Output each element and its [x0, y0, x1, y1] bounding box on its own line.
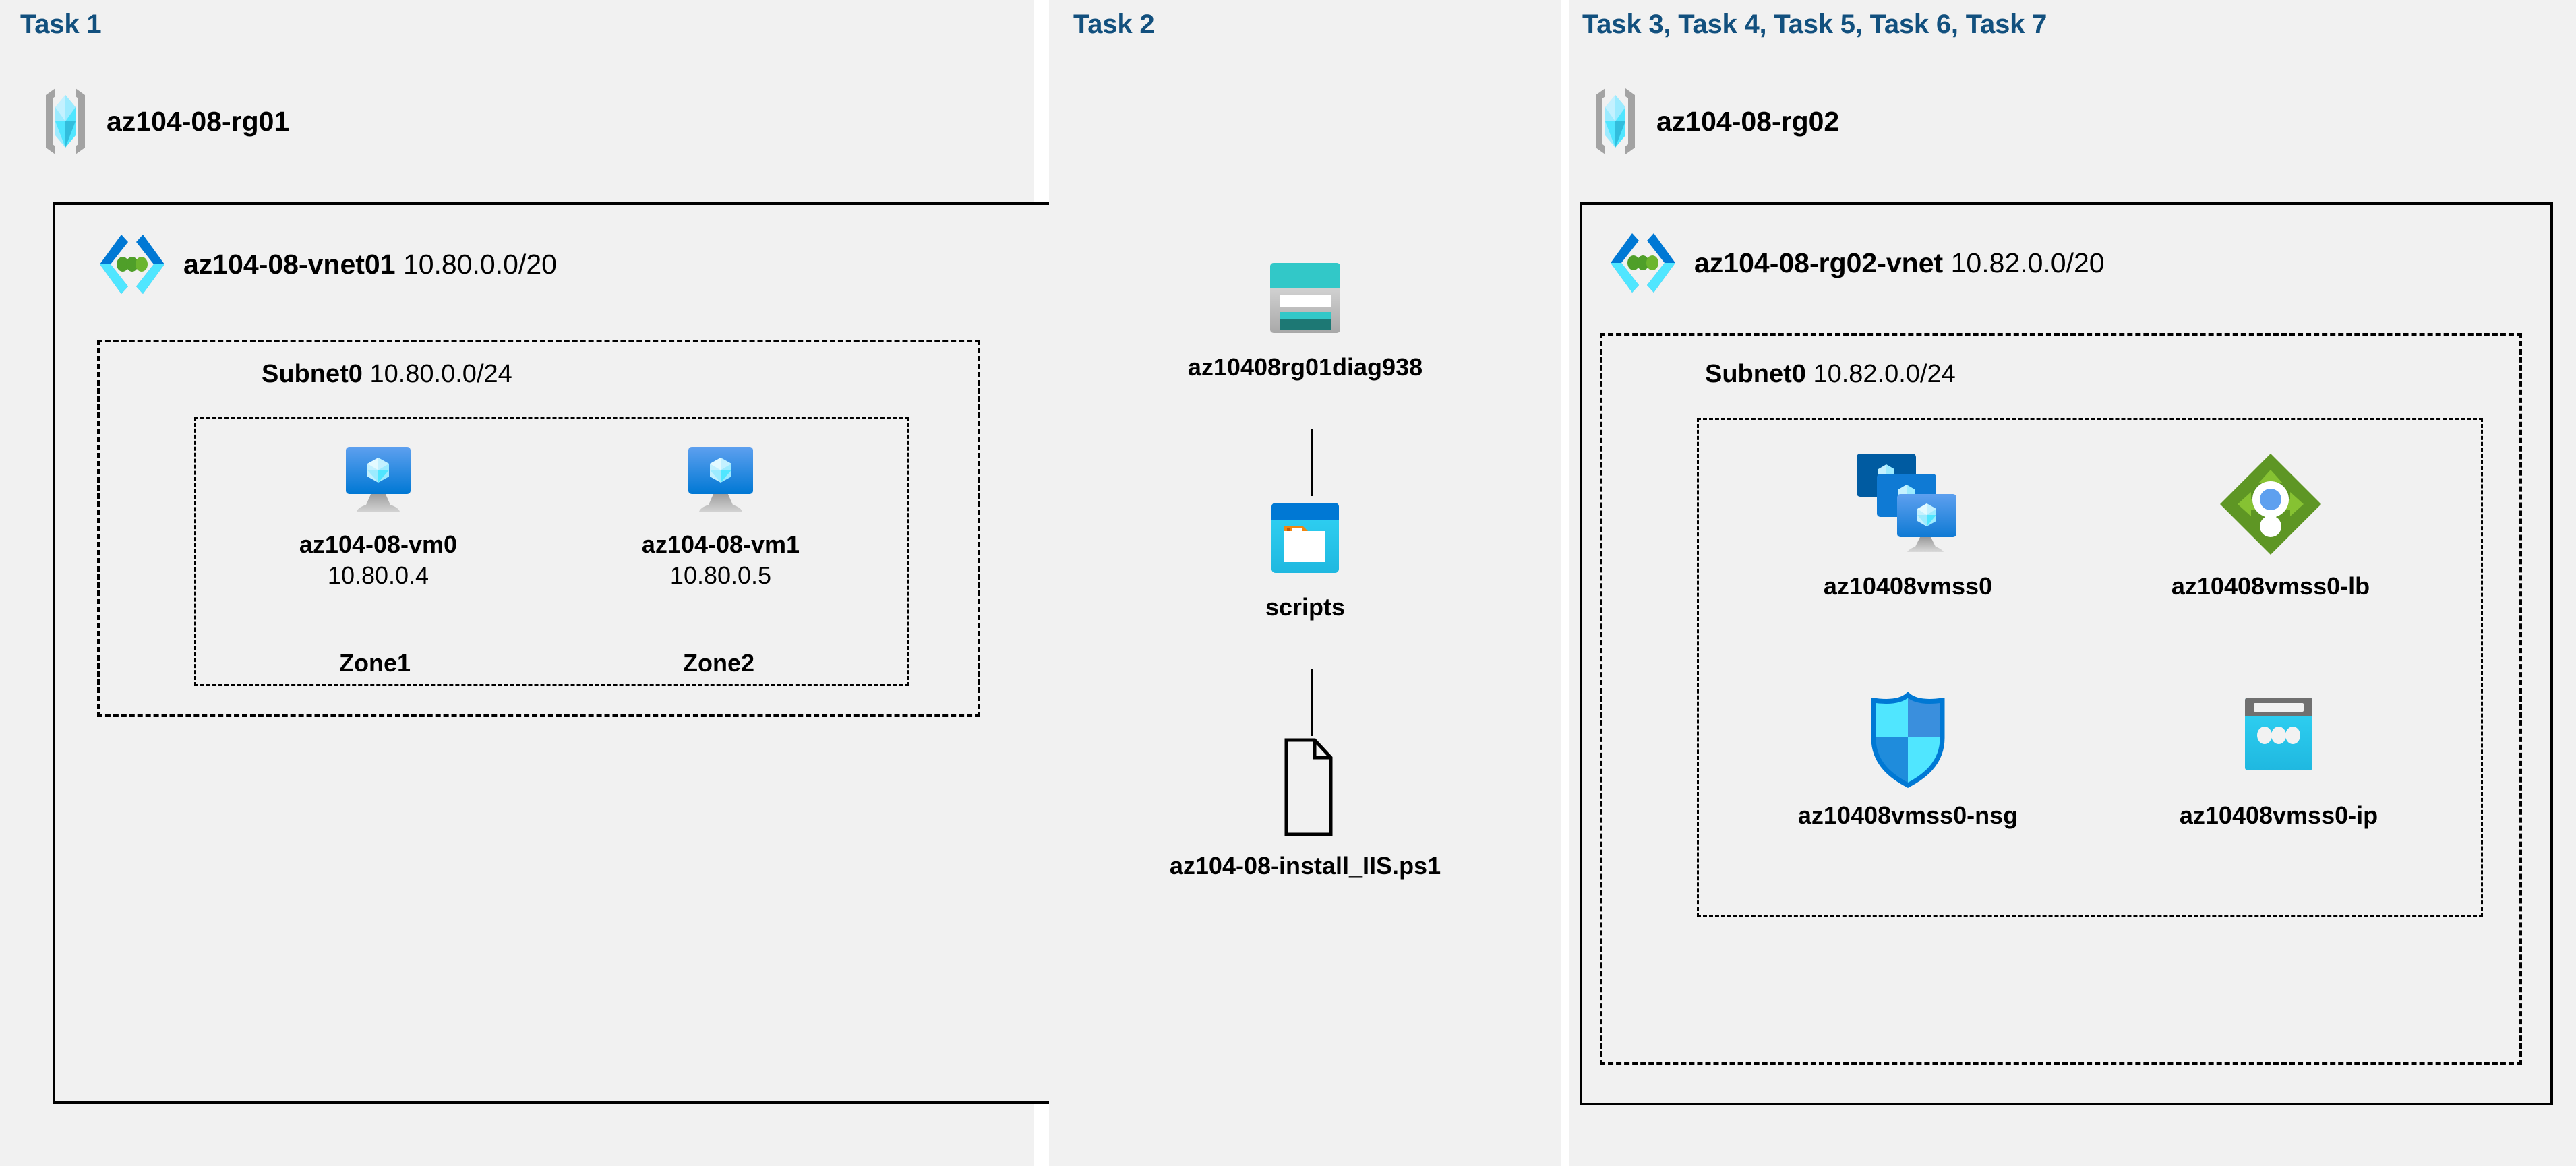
vnet-cidr: 10.80.0.0/20 [402, 248, 557, 280]
load-balancer-label: az10408vmss0-lb [2171, 572, 2370, 600]
subnet-title: Subnet0 10.80.0.0/24 [262, 360, 512, 389]
container-label: scripts [1265, 593, 1346, 621]
storage-account-node: az10408rg01diag938 [1123, 256, 1487, 383]
vnet-name: az104-08-rg02-vnet [1694, 247, 1944, 278]
subnet-box-subnet0: Subnet0 10.80.0.0/24 [97, 340, 980, 717]
vm-ip: 10.80.0.4 [327, 561, 429, 590]
blob-label: az104-08-install_IIS.ps1 [1169, 852, 1441, 880]
vnet-cidr: 10.82.0.0/20 [1950, 247, 2105, 278]
resource-group-icon [1589, 84, 1642, 158]
storage-account-icon-stripes [1280, 319, 1331, 330]
vm-ip: 10.80.0.5 [669, 561, 772, 590]
connector-container-to-blob [1311, 669, 1313, 736]
public-ip-label: az10408vmss0-ip [2179, 801, 2378, 829]
panel-task2: Task 2 az10408rg01diag938 [1049, 0, 1561, 1166]
storage-account-icon [1263, 256, 1347, 340]
subnet-box-subnet0: Subnet0 10.82.0.0/24 [1600, 333, 2522, 1065]
vm-name: az104-08-vm1 [641, 530, 800, 558]
vm-scale-set-icon [1847, 447, 1969, 561]
nsg-label: az10408vmss0-nsg [1797, 801, 2018, 829]
resource-group-label: az104-08-rg01 [107, 105, 290, 137]
resource-group-label: az104-08-rg02 [1656, 105, 1840, 137]
vnet-name: az104-08-vnet01 [183, 248, 396, 280]
task-label-1: Task 1 [20, 9, 102, 39]
network-security-group-icon [1864, 689, 1952, 791]
resources-box: az10408vmss0 [1697, 418, 2483, 917]
virtual-machine-icon [338, 437, 419, 518]
panel-task1: Task 1 az104-08-rg01 [0, 0, 1458, 1166]
vnet-header: az104-08-rg02-vnet 10.82.0.0/20 [1608, 231, 2105, 295]
vmss-node: az10408vmss0 [1780, 447, 2036, 602]
vm-node-az104-08-vm1: az104-08-vm1 10.80.0.5 [620, 437, 822, 591]
subnet-cidr: 10.82.0.0/24 [1813, 360, 1956, 388]
task-label-3: Task 3, Task 4, Task 5, Task 6, Task 7 [1582, 9, 2047, 39]
subnet-title: Subnet0 10.82.0.0/24 [1705, 360, 1956, 389]
zone-label-1: Zone1 [339, 649, 411, 677]
virtual-network-icon [1608, 231, 1678, 295]
vnet-box-az104-08-rg02-vnet: az104-08-rg02-vnet 10.82.0.0/20 Subnet0 … [1580, 202, 2553, 1105]
file-document-icon [1263, 736, 1347, 838]
vm-node-az104-08-vm0: az104-08-vm0 10.80.0.4 [277, 437, 479, 591]
load-balancer-node: az10408vmss0-lb [2136, 447, 2405, 602]
subnet-name: Subnet0 [262, 360, 363, 388]
vm-name: az104-08-vm0 [299, 530, 458, 558]
storage-account-label: az10408rg01diag938 [1187, 353, 1423, 381]
virtual-machine-icon [680, 437, 761, 518]
blob-node-install-iis: az104-08-install_IIS.ps1 [1123, 736, 1487, 882]
vnet-title: az104-08-rg02-vnet 10.82.0.0/20 [1694, 247, 2105, 279]
subnet-name: Subnet0 [1705, 360, 1806, 388]
vnet-header: az104-08-vnet01 10.80.0.0/20 [97, 232, 557, 297]
virtual-network-icon [97, 232, 167, 297]
availability-zone-box: az104-08-vm0 10.80.0.4 Zone1 [194, 417, 909, 686]
resource-group-icon [39, 84, 92, 158]
blob-container-icon [1263, 496, 1347, 580]
vnet-title: az104-08-vnet01 10.80.0.0/20 [183, 249, 557, 280]
resource-group-az104-08-rg01: az104-08-rg01 [39, 84, 289, 158]
subnet-cidr: 10.80.0.0/24 [369, 360, 512, 388]
public-ip-address-icon [2235, 689, 2323, 791]
nsg-node: az10408vmss0-nsg [1766, 689, 2049, 831]
public-ip-node: az10408vmss0-ip [2144, 689, 2414, 831]
panel-task3: Task 3, Task 4, Task 5, Task 6, Task 7 a… [1569, 0, 2576, 1166]
zone-label-2: Zone2 [683, 649, 755, 677]
connector-storage-to-container [1311, 429, 1313, 496]
vmss-label: az10408vmss0 [1823, 572, 1993, 600]
task-label-2: Task 2 [1073, 9, 1155, 39]
resource-group-az104-08-rg02: az104-08-rg02 [1589, 84, 1839, 158]
load-balancer-icon [2213, 447, 2328, 561]
container-node-scripts: scripts [1123, 496, 1487, 623]
